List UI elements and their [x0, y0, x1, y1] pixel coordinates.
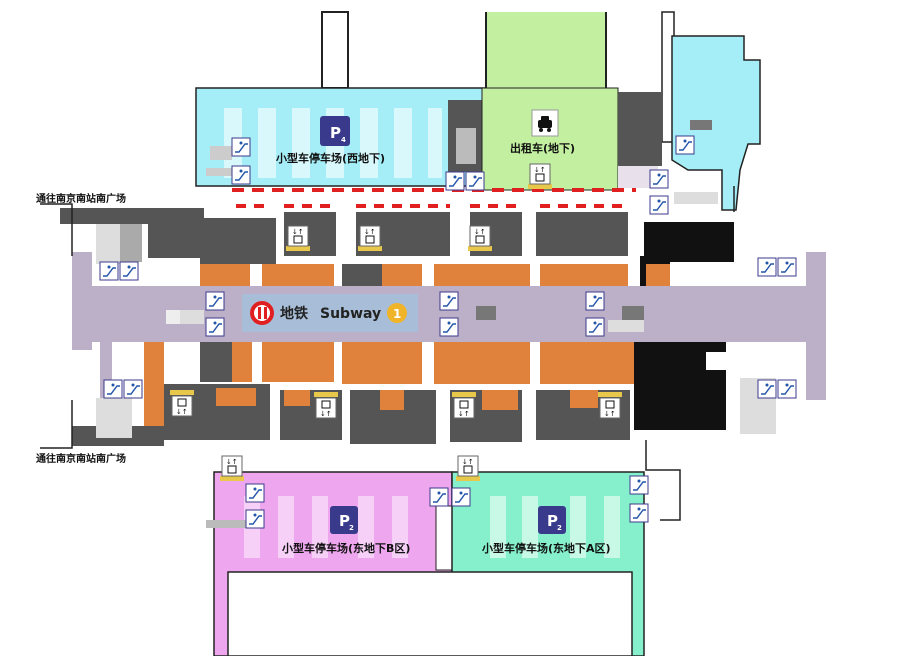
- parking-icon: [320, 116, 350, 146]
- subway-label-cn: 地铁: [280, 305, 308, 322]
- subway-line-number: 1: [393, 307, 401, 321]
- svg-text:↓↑: ↓↑: [292, 228, 304, 236]
- subway-sign: 地铁 Subway 1: [242, 294, 418, 332]
- parking-west-sign: P 4 小型车停车场(西地下): [275, 116, 385, 165]
- escalator-icon: [649, 169, 669, 189]
- elevator-icon: ↓↑: [170, 390, 194, 417]
- parking-east-a-badge-level: 2: [557, 524, 562, 532]
- elevator-icon: ↓↑: [598, 392, 622, 419]
- svg-text:↓↑: ↓↑: [604, 410, 616, 418]
- parking-west-badge-level: 4: [341, 136, 346, 144]
- parking-west-label: 小型车停车场(西地下): [275, 151, 385, 165]
- escalator-icon: [439, 317, 459, 337]
- escalator-icon: [245, 509, 265, 529]
- escalator-icon: [777, 379, 797, 399]
- parking-east-b-badge-level: 2: [349, 524, 354, 532]
- escalator-icon: [103, 379, 123, 399]
- south-plaza-label-top: 通往南京南站南广场: [36, 192, 126, 205]
- taxi-area: [481, 87, 662, 191]
- south-plaza-label-bottom: 通往南京南站南广场: [36, 452, 126, 465]
- fare-line: [232, 188, 636, 208]
- escalator-icons: [99, 135, 797, 529]
- elevator-icon: ↓↑: [452, 392, 476, 419]
- parking-east-a-badge-letter: P: [547, 512, 558, 530]
- taxi-label: 出租车(地下): [510, 141, 575, 155]
- upper-building-blocks: [60, 208, 734, 286]
- parking-east-b-label: 小型车停车场(东地下B区): [281, 541, 410, 555]
- parking-east-b-sign: P 2 小型车停车场(东地下B区): [281, 506, 410, 555]
- northeast-area: [671, 35, 761, 211]
- svg-text:↓↑: ↓↑: [474, 228, 486, 236]
- escalator-icon: [629, 475, 649, 495]
- escalator-icon: [629, 503, 649, 523]
- metro-logo-icon: [250, 301, 274, 325]
- elevator-icon: ↓↑: [314, 392, 338, 419]
- escalator-icon: [119, 261, 139, 281]
- escalator-icon: [451, 487, 471, 507]
- parking-icon: [330, 506, 358, 534]
- elevator-icon: ↓↑: [528, 163, 552, 189]
- top-passages: [321, 11, 675, 143]
- svg-text:↓↑: ↓↑: [364, 228, 376, 236]
- escalator-icon: [465, 171, 485, 191]
- station-walls: [40, 186, 735, 521]
- elevator-icons: ↓↑ ↓↑ ↓↑ ↓↑ ↓↑ ↓↑ ↓↑ ↓↑ ↓↑ ↓↑: [170, 163, 622, 481]
- escalator-icon: [777, 257, 797, 277]
- svg-text:↓↑: ↓↑: [534, 166, 546, 174]
- escalator-icon: [585, 291, 605, 311]
- escalator-icon: [205, 291, 225, 311]
- escalator-icon: [205, 317, 225, 337]
- svg-text:↓↑: ↓↑: [226, 458, 238, 466]
- svg-text:↓↑: ↓↑: [176, 408, 188, 416]
- svg-text:↓↑: ↓↑: [320, 410, 332, 418]
- parking-east-b-badge-letter: P: [339, 512, 350, 530]
- parking-east-a-label: 小型车停车场(东地下A区): [481, 541, 611, 555]
- upper-platform-orange: [200, 264, 670, 286]
- subway-label-en: Subway: [320, 306, 381, 322]
- escalator-icon: [757, 379, 777, 399]
- escalator-icon: [675, 135, 695, 155]
- elevator-icon: ↓↑: [220, 455, 244, 481]
- elevator-icon: ↓↑: [286, 225, 310, 251]
- escalator-icon: [649, 195, 669, 215]
- parking-east-a-area: [227, 471, 645, 656]
- lower-platform-orange: [144, 342, 636, 432]
- escalator-icon: [99, 261, 119, 281]
- escalator-icon: [757, 257, 777, 277]
- escalator-icon: [245, 483, 265, 503]
- svg-text:↓↑: ↓↑: [458, 410, 470, 418]
- elevator-icon: ↓↑: [358, 225, 382, 251]
- elevator-icon: ↓↑: [456, 455, 480, 481]
- svg-text:↓↑: ↓↑: [462, 458, 474, 466]
- escalator-icon: [231, 165, 251, 185]
- escalator-icon: [445, 171, 465, 191]
- escalator-icon: [429, 487, 449, 507]
- elevator-icon: ↓↑: [468, 225, 492, 251]
- taxi-sign: 出租车(地下): [510, 109, 575, 155]
- escalator-icon: [439, 291, 459, 311]
- parking-east-a-sign: P 2 小型车停车场(东地下A区): [481, 506, 611, 555]
- parking-west-badge-letter: P: [330, 124, 341, 142]
- escalator-icon: [123, 379, 143, 399]
- escalator-icon: [585, 317, 605, 337]
- parking-icon: [538, 506, 566, 534]
- escalator-icon: [231, 137, 251, 157]
- line-1-badge: [387, 303, 407, 323]
